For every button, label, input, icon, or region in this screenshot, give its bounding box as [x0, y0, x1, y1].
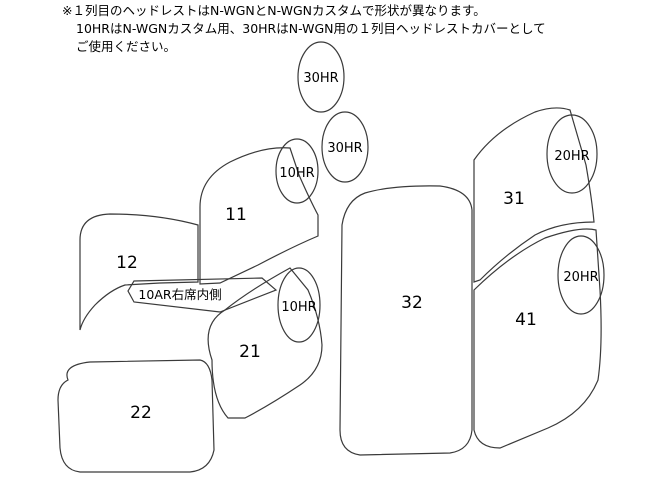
seat-part-31	[473, 107, 595, 283]
seat-part-22	[57, 359, 215, 473]
label-part-31: 31	[503, 189, 525, 209]
label-20hr-upper: 20HR	[554, 149, 589, 164]
seat-part-41	[473, 228, 602, 449]
note-line-1: ※１列目のヘッドレストはN-WGNとN-WGNカスタムで形状が異なります。	[62, 3, 486, 18]
headrest-30hr-upper	[297, 41, 345, 113]
label-20hr-lower: 20HR	[563, 270, 598, 285]
label-10ar-right-inner: 10AR右席内側	[138, 287, 221, 302]
label-part-32: 32	[401, 293, 423, 313]
label-part-12: 12	[116, 253, 138, 273]
seat-part-11	[199, 147, 319, 285]
label-30hr-upper: 30HR	[303, 71, 338, 86]
armrest-10ar-strip	[127, 277, 278, 313]
label-part-11: 11	[225, 205, 247, 225]
label-part-21: 21	[239, 342, 261, 362]
label-part-41: 41	[515, 310, 537, 330]
label-30hr-lower: 30HR	[327, 141, 362, 156]
seat-part-32	[339, 185, 473, 456]
note-line-2: 10HRはN-WGNカスタム用、30HRはN-WGN用の１列目ヘッドレストカバー…	[76, 21, 546, 36]
seat-part-12	[79, 213, 199, 331]
seat-part-21	[207, 267, 323, 419]
headrest-10hr-upper	[275, 138, 319, 204]
note-line-3: ご使用ください。	[76, 39, 177, 54]
headrest-30hr-lower	[321, 111, 369, 183]
headrest-10hr-lower	[277, 267, 321, 343]
headrest-20hr-lower	[557, 235, 605, 315]
label-10hr-lower: 10HR	[281, 300, 316, 315]
label-part-22: 22	[130, 403, 152, 423]
label-10hr-upper: 10HR	[279, 166, 314, 181]
headrest-20hr-upper	[546, 114, 598, 194]
